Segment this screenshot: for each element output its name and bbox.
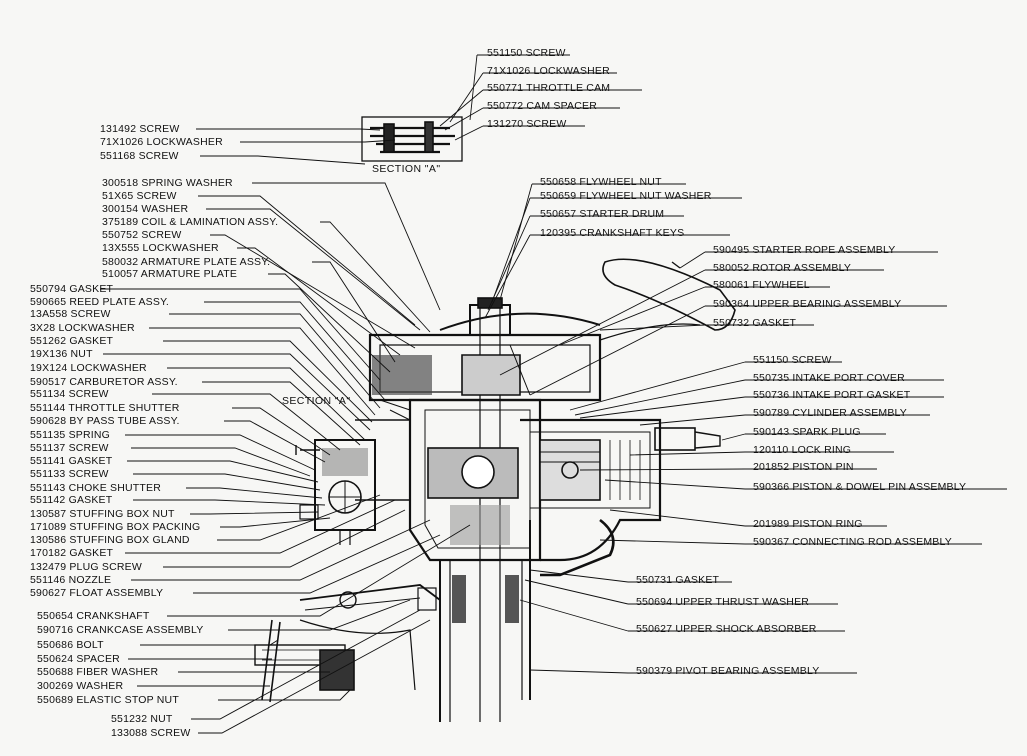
callout-right: 550658 FLYWHEEL NUT: [540, 176, 662, 188]
callout-right: 580061 FLYWHEEL: [713, 279, 810, 291]
starter-handle: [599, 258, 736, 341]
callout-left: 19X136 NUT: [30, 348, 93, 360]
callout-right: 550694 UPPER THRUST WASHER: [636, 596, 810, 608]
callout-right: 550772 CAM SPACER: [487, 100, 598, 112]
callout-left: 590665 REED PLATE ASSY.: [30, 296, 170, 308]
callout-left: 131492 SCREW: [100, 123, 180, 135]
callout-right: 580052 ROTOR ASSEMBLY: [713, 262, 852, 274]
section-a-label-inset: SECTION "A": [372, 163, 441, 175]
callout-right: 590495 STARTER ROPE ASSEMBLY: [713, 244, 896, 256]
callout-left: 551168 SCREW: [100, 150, 179, 162]
callout-left: 550624 SPACER: [37, 653, 120, 665]
callout-right: 201852 PISTON PIN: [753, 461, 854, 473]
callout-left: 551135 SPRING: [30, 429, 111, 441]
callout-right: 590364 UPPER BEARING ASSEMBLY: [713, 298, 902, 310]
callout-left: 300154 WASHER: [102, 203, 189, 215]
callout-left: 132479 PLUG SCREW: [30, 561, 142, 573]
callout-left: 551144 THROTTLE SHUTTER: [30, 402, 180, 414]
callout-right: 120110 LOCK RING: [753, 444, 852, 456]
callout-left: 130586 STUFFING BOX GLAND: [30, 534, 190, 546]
callout-right: 590379 PIVOT BEARING ASSEMBLY: [636, 665, 820, 677]
callout-right: 550771 THROTTLE CAM: [487, 82, 611, 94]
callout-left: 300518 SPRING WASHER: [102, 177, 233, 189]
callout-left: 300269 WASHER: [37, 680, 124, 692]
callout-right: 131270 SCREW: [487, 118, 567, 130]
callout-left: 51X65 SCREW: [102, 190, 177, 202]
callout-left: 13A558 SCREW: [30, 308, 111, 320]
callout-right: 550736 INTAKE PORT GASKET: [753, 389, 911, 401]
callout-left: 551141 GASKET: [30, 455, 113, 467]
callout-left: 551142 GASKET: [30, 494, 113, 506]
callout-left: 551143 CHOKE SHUTTER: [30, 482, 162, 494]
callout-right: 551150 SCREW: [487, 47, 566, 59]
callout-right: 550731 GASKET: [636, 574, 720, 586]
callout-left: 580032 ARMATURE PLATE ASSY.: [102, 256, 271, 268]
callout-left: 19X124 LOCKWASHER: [30, 362, 147, 374]
callout-right: 550627 UPPER SHOCK ABSORBER: [636, 623, 817, 635]
callout-left: 71X1026 LOCKWASHER: [100, 136, 223, 148]
callout-left: 590517 CARBURETOR ASSY.: [30, 376, 178, 388]
callout-left: 551134 SCREW: [30, 388, 109, 400]
callout-right: 71X1026 LOCKWASHER: [487, 65, 610, 77]
callout-left: 130587 STUFFING BOX NUT: [30, 508, 175, 520]
callout-left: 550689 ELASTIC STOP NUT: [37, 694, 179, 706]
callout-right: 550659 FLYWHEEL NUT WASHER: [540, 190, 712, 202]
callout-left: 133088 SCREW: [111, 727, 191, 739]
cylinder-assembly: [520, 418, 721, 562]
leader-lines-left: [100, 128, 471, 734]
clamp-bracket: [254, 584, 441, 720]
callout-right: 201989 PISTON RING: [753, 518, 863, 530]
callout-right: 551150 SCREW: [753, 354, 832, 366]
callout-left: 551232 NUT: [111, 713, 173, 725]
intake-area: [355, 399, 411, 501]
callout-right: 550732 GASKET: [713, 317, 797, 329]
callout-left: 3X28 LOCKWASHER: [30, 322, 135, 334]
callout-left: 550654 CRANKSHAFT: [37, 610, 150, 622]
callout-left: 170182 GASKET: [30, 547, 114, 559]
callout-left: 590716 CRANKCASE ASSEMBLY: [37, 624, 204, 636]
callout-left: 551137 SCREW: [30, 442, 109, 454]
callout-left: 171089 STUFFING BOX PACKING: [30, 521, 201, 533]
callout-left: 550752 SCREW: [102, 229, 182, 241]
callout-left: 13X555 LOCKWASHER: [102, 242, 219, 254]
crankcase: [408, 398, 542, 562]
section-a-label-main: SECTION "A": [282, 395, 351, 407]
section-a-inset: [361, 116, 463, 162]
callout-left: 590628 BY PASS TUBE ASSY.: [30, 415, 180, 427]
callout-left: 551133 SCREW: [30, 468, 109, 480]
callout-right: 590367 CONNECTING ROD ASSEMBLY: [753, 536, 952, 548]
callout-left: 550688 FIBER WASHER: [37, 666, 159, 678]
callout-left: 550686 BOLT: [37, 639, 104, 651]
callout-left: 550794 GASKET: [30, 283, 114, 295]
callout-left: 375189 COIL & LAMINATION ASSY.: [102, 216, 279, 228]
callout-right: 590143 SPARK PLUG: [753, 426, 861, 438]
carburetor-assembly: [295, 439, 376, 545]
callout-left: 551146 NOZZLE: [30, 574, 112, 586]
fuel-line: [540, 518, 615, 577]
callout-right: 590789 CYLINDER ASSEMBLY: [753, 407, 908, 419]
flywheel-housing: [368, 297, 602, 402]
callout-left: 510057 ARMATURE PLATE: [102, 268, 238, 280]
callout-right: 590366 PISTON & DOWEL PIN ASSEMBLY: [753, 481, 967, 493]
callout-left: 590627 FLOAT ASSEMBLY: [30, 587, 164, 599]
callout-right: 120395 CRANKSHAFT KEYS: [540, 227, 685, 239]
callout-left: 551262 GASKET: [30, 335, 114, 347]
callout-right: 550657 STARTER DRUM: [540, 208, 665, 220]
callout-right: 550735 INTAKE PORT COVER: [753, 372, 905, 384]
leader-lines-right: [439, 54, 1007, 674]
